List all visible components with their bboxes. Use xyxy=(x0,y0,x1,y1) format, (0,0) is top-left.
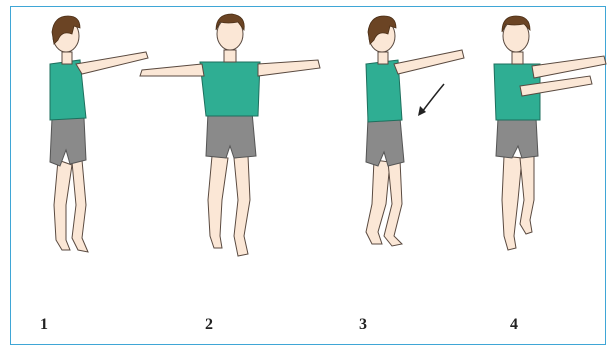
step-label-3: 3 xyxy=(359,316,367,334)
figure-step-4 xyxy=(494,16,606,250)
step-label-4: 4 xyxy=(510,316,518,334)
figure-step-3 xyxy=(366,16,464,246)
arrow-down-left-icon xyxy=(422,84,444,112)
step-label-2: 2 xyxy=(205,316,213,334)
figure-step-2 xyxy=(140,14,320,256)
step-label-1: 1 xyxy=(40,316,48,334)
figure-step-1 xyxy=(50,16,148,252)
